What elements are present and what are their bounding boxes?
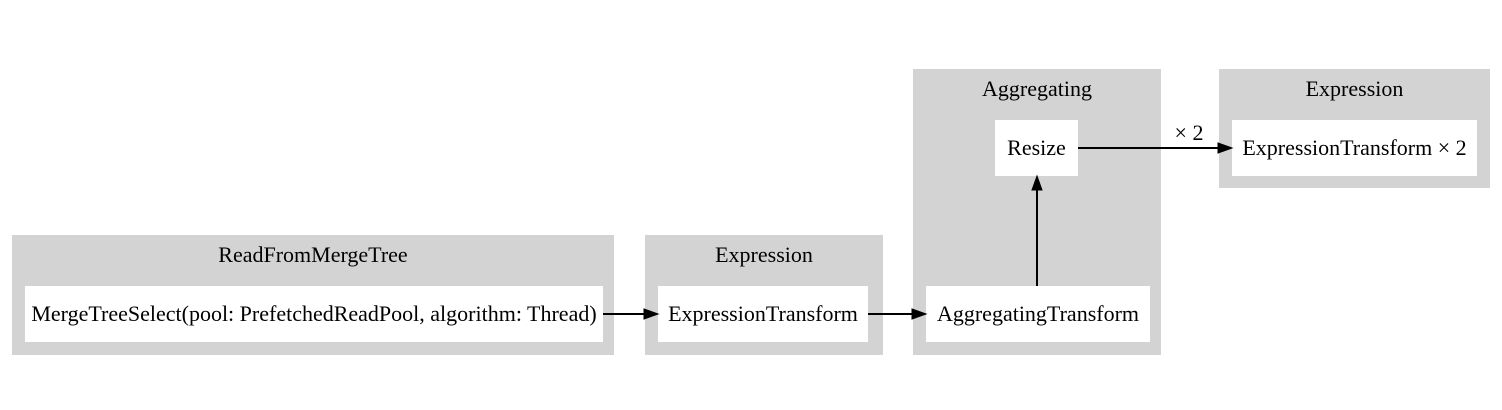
node-resize: Resize: [995, 120, 1078, 176]
node-expression-transform-x2-label: ExpressionTransform × 2: [1242, 135, 1467, 160]
node-merge-tree-select: MergeTreeSelect(pool: PrefetchedReadPool…: [25, 286, 603, 342]
cluster-expression-1-title: Expression: [715, 242, 813, 267]
node-expression-transform-x2: ExpressionTransform × 2: [1232, 120, 1477, 176]
edge-multiplicity-label: × 2: [1174, 120, 1204, 145]
node-aggregating-transform: AggregatingTransform: [926, 286, 1150, 342]
cluster-aggregating-title: Aggregating: [982, 76, 1092, 101]
node-merge-tree-select-label: MergeTreeSelect(pool: PrefetchedReadPool…: [31, 301, 597, 326]
cluster-expression-2-title: Expression: [1305, 76, 1404, 101]
cluster-read-from-merge-tree-title: ReadFromMergeTree: [218, 242, 408, 267]
node-expression-transform: ExpressionTransform: [658, 286, 868, 342]
node-expression-transform-label: ExpressionTransform: [668, 301, 858, 326]
node-resize-label: Resize: [1007, 135, 1066, 160]
node-aggregating-transform-label: AggregatingTransform: [936, 301, 1140, 326]
